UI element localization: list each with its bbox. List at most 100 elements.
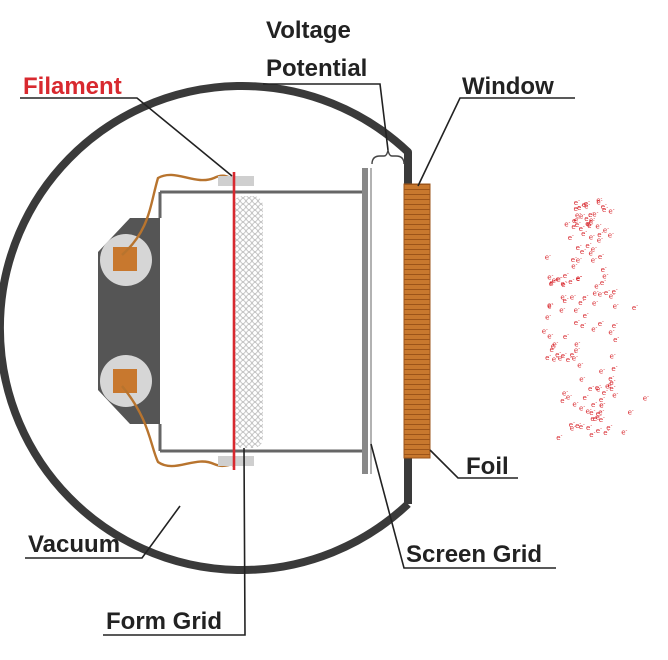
electron-symbol: e- [570,350,576,359]
electron-symbol: e- [621,427,627,436]
electron-symbol: e- [576,274,582,283]
electron-symbol: e- [574,346,580,355]
electron-symbol: e- [596,413,602,422]
electron-symbol: e- [591,244,597,253]
electron-symbol: e- [609,292,615,301]
electron-symbol: e- [574,306,580,315]
electron-symbol: e- [598,407,604,416]
electron-symbol: e- [595,221,601,230]
electron-symbol: e- [643,393,649,402]
electron-symbol: e- [589,408,595,417]
electron-symbol: e- [555,350,561,359]
electron-symbol: e- [576,256,582,265]
electron-symbol: e- [579,404,585,413]
electron-symbol: e- [588,210,594,219]
electron-symbol: e- [584,214,590,223]
electron-symbol: e- [610,352,616,361]
electron-symbol: e- [601,265,607,274]
electron-symbol: e- [608,230,614,239]
foil-label: Foil [466,453,509,480]
electron-symbol: e- [552,275,558,284]
electron-symbol: e- [596,426,602,435]
electron-symbol: e- [599,401,605,410]
electron-symbol: e- [586,220,592,229]
electron-symbol: e- [582,293,588,302]
form-grid-holder-bottom [218,456,254,466]
electron-symbol: e- [581,229,587,238]
electron-symbol: e- [563,296,569,305]
electron-symbol: e- [582,200,588,209]
electron-symbol: e- [611,364,617,373]
electron-symbol: e- [584,199,590,208]
electron-symbol: e- [604,288,610,297]
electron-symbol: e- [583,311,589,320]
electron-symbol: e- [599,401,605,410]
electron-symbol: e- [599,415,605,424]
electron-symbol: e- [602,388,608,397]
electron-symbol: e- [556,433,562,442]
electron-symbol: e- [608,327,614,336]
electron-symbol: e- [580,247,586,256]
electron-cloud: e-e-e-e-e-e-e-e-e-e-e-e-e-e-e-e-e-e-e-e-… [542,196,649,443]
electron-symbol: e- [599,395,605,404]
electron-symbol: e- [598,319,604,328]
electron-symbol: e- [591,256,597,265]
electron-symbol: e- [571,255,577,264]
electron-symbol: e- [563,332,569,341]
electron-symbol: e- [579,422,585,431]
electron-symbol: e- [589,215,595,224]
electron-symbol: e- [574,339,580,348]
electron-symbol: e- [568,277,574,286]
electron-symbol: e- [545,353,551,362]
electron-symbol: e- [606,423,612,432]
electron-symbol: e- [560,396,566,405]
voltage-brace [371,149,405,165]
electron-symbol: e- [556,274,562,283]
form-grid-holder-top [218,176,254,186]
electron-symbol: e- [571,222,577,231]
electron-symbol: e- [596,409,602,418]
electron-symbol: e- [587,221,593,230]
electron-symbol: e- [586,423,592,432]
electron-symbol: e- [572,216,578,225]
electron-symbol: e- [583,393,589,402]
electron-symbol: e- [602,205,608,214]
voltage-label-line2: Potential [266,55,367,82]
electron-symbol: e- [596,196,602,205]
electron-symbol: e- [609,378,615,387]
electron-symbol: e- [574,318,580,327]
electron-symbol: e- [556,275,562,284]
electron-symbol: e- [608,374,614,383]
electron-symbol: e- [579,212,585,221]
electron-symbol: e- [584,201,590,210]
electron-symbol: e- [585,241,591,250]
electron-symbol: e- [566,355,572,364]
electron-symbol: e- [570,423,576,432]
electron-symbol: e- [596,197,602,206]
electron-symbol: e- [552,354,558,363]
electron-symbol: e- [592,209,598,218]
electron-symbol: e- [563,271,569,280]
electron-symbol: e- [570,293,576,302]
electron-symbol: e- [613,335,619,344]
electron-symbol: e- [597,236,603,245]
electron-symbol: e- [588,384,594,393]
form-grid-mesh [233,196,263,448]
electron-symbol: e- [545,252,551,261]
electron-symbol: e- [578,298,584,307]
electron-symbol: e- [596,384,602,393]
electron-symbol: e- [590,414,596,423]
electron-symbol: e- [580,321,586,330]
leader-screen-grid [370,443,556,569]
electron-symbol: e- [542,327,548,336]
vacuum-label: Vacuum [28,531,120,558]
electron-symbol: e- [607,381,613,390]
electron-symbol: e- [574,198,580,207]
electron-symbol: e- [572,400,578,409]
electron-symbol: e- [603,225,609,234]
electron-symbol: e- [609,384,615,393]
electron-symbol: e- [593,289,599,298]
electron-symbol: e- [564,220,570,229]
electron-symbol: e- [561,279,567,288]
